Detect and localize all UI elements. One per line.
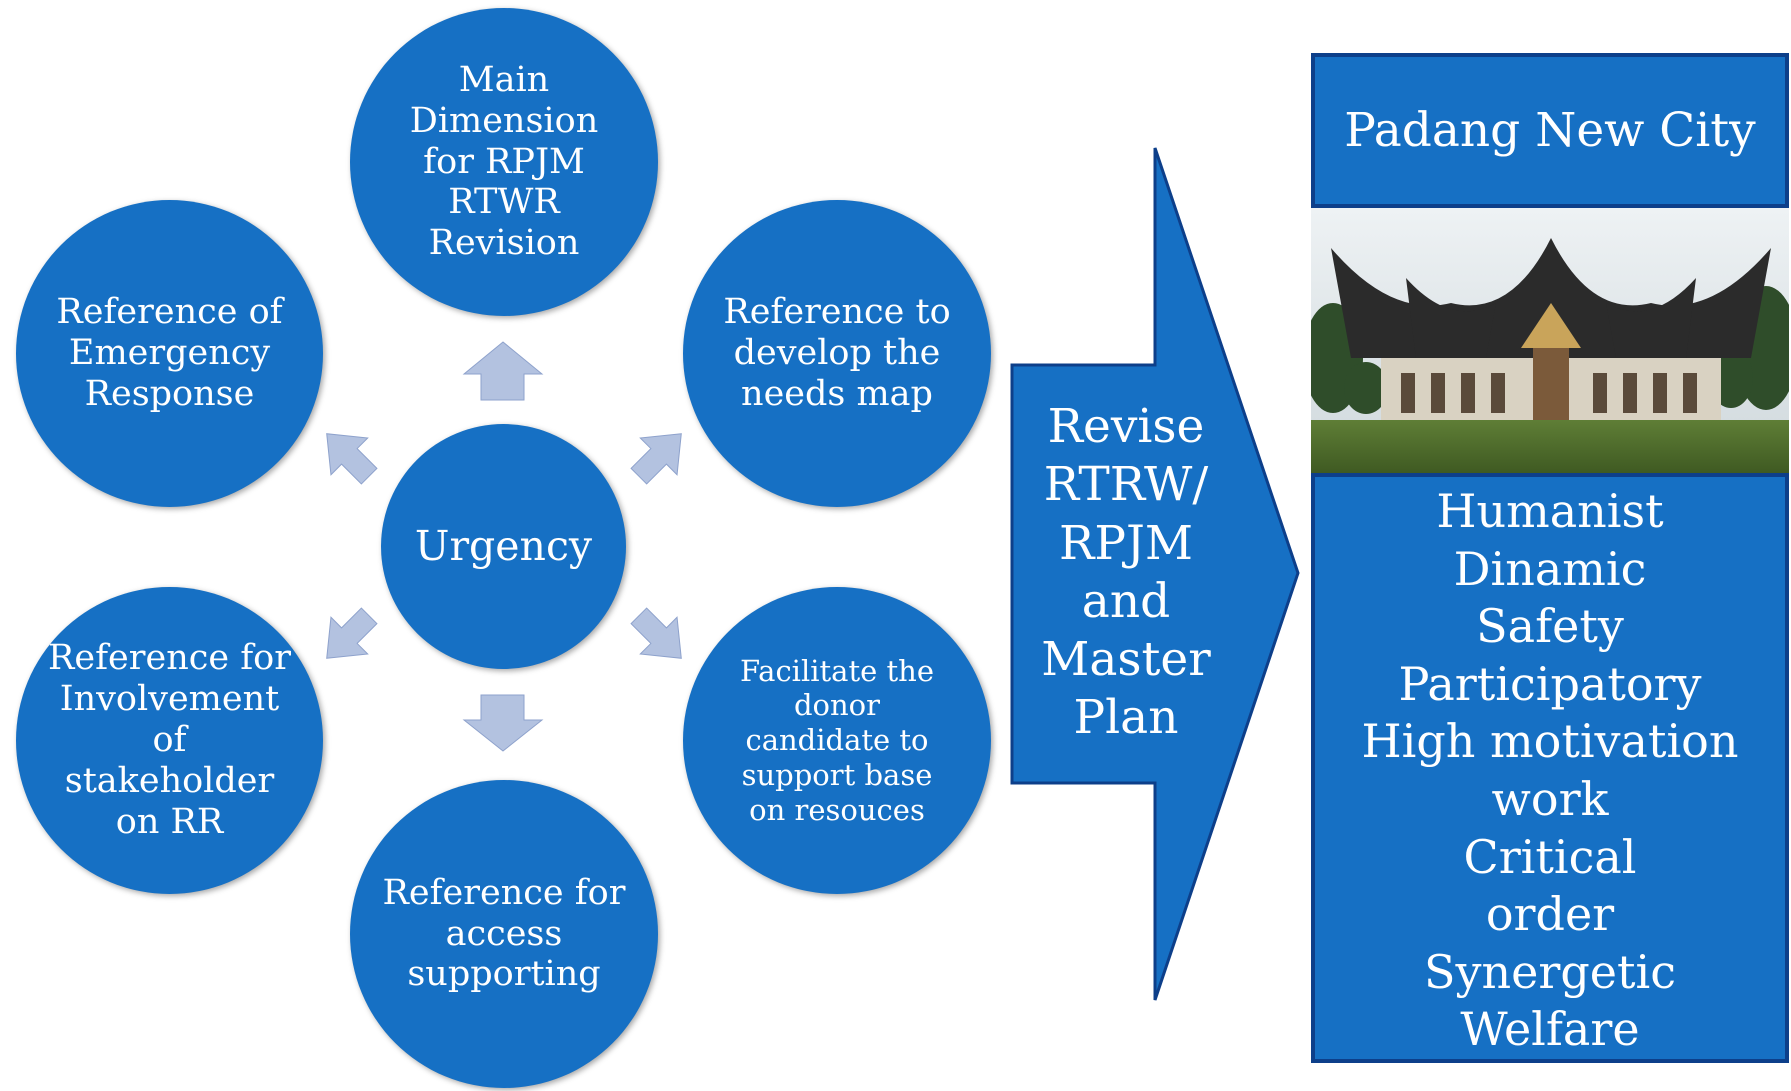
city-values-box: Humanist Dinamic Safety Participatory Hi… bbox=[1311, 473, 1789, 1063]
value-item: High motivation bbox=[1361, 714, 1739, 769]
node-donor-facilitation: Facilitate the donor candidate to suppor… bbox=[683, 587, 991, 894]
node-access-supporting: Reference for access supporting bbox=[350, 780, 658, 1088]
node-donor-facilitation-label: Facilitate the donor candidate to suppor… bbox=[740, 653, 934, 827]
value-item: Safety bbox=[1476, 599, 1624, 654]
value-item: Participatory bbox=[1398, 656, 1702, 711]
value-item: work bbox=[1491, 771, 1609, 826]
value-item: Dinamic bbox=[1453, 541, 1647, 596]
city-title-box: Padang New City bbox=[1311, 53, 1789, 208]
node-stakeholder-involvement-label: Reference for Involvement of stakeholder… bbox=[48, 638, 291, 842]
value-item: Humanist bbox=[1436, 484, 1664, 538]
node-needs-map: Reference to develop the needs map bbox=[683, 200, 991, 507]
node-emergency-response: Reference of Emergency Response bbox=[16, 200, 323, 507]
node-main-dimension-label: Main Dimension for RPJM RTWR Revision bbox=[409, 59, 599, 264]
node-needs-map-label: Reference to develop the needs map bbox=[723, 292, 951, 414]
node-urgency-label: Urgency bbox=[414, 521, 593, 570]
revise-arrow-shape bbox=[1010, 147, 1300, 1001]
revise-arrow-label: Revise RTRW/ RPJM and Master Plan bbox=[1041, 399, 1211, 746]
value-item: order bbox=[1485, 887, 1615, 942]
value-item: Welfare bbox=[1460, 1002, 1640, 1057]
node-emergency-response-label: Reference of Emergency Response bbox=[56, 292, 283, 414]
arrow-up-right bbox=[630, 433, 682, 485]
arrow-down-right bbox=[630, 607, 682, 659]
arrow-down bbox=[462, 694, 544, 752]
node-main-dimension: Main Dimension for RPJM RTWR Revision bbox=[350, 8, 658, 316]
node-stakeholder-involvement: Reference for Involvement of stakeholder… bbox=[16, 587, 323, 894]
city-building-photo bbox=[1311, 208, 1789, 473]
arrow-up-left bbox=[326, 433, 378, 485]
node-urgency: Urgency bbox=[381, 424, 626, 669]
value-item: Synergetic bbox=[1424, 944, 1676, 999]
arrow-down-left bbox=[326, 607, 378, 659]
arrow-up bbox=[462, 341, 544, 401]
city-values-list: Humanist Dinamic Safety Participatory Hi… bbox=[1315, 483, 1785, 1059]
value-item: Critical bbox=[1463, 829, 1637, 884]
node-access-supporting-label: Reference for access supporting bbox=[382, 872, 626, 995]
city-title: Padang New City bbox=[1344, 103, 1756, 158]
